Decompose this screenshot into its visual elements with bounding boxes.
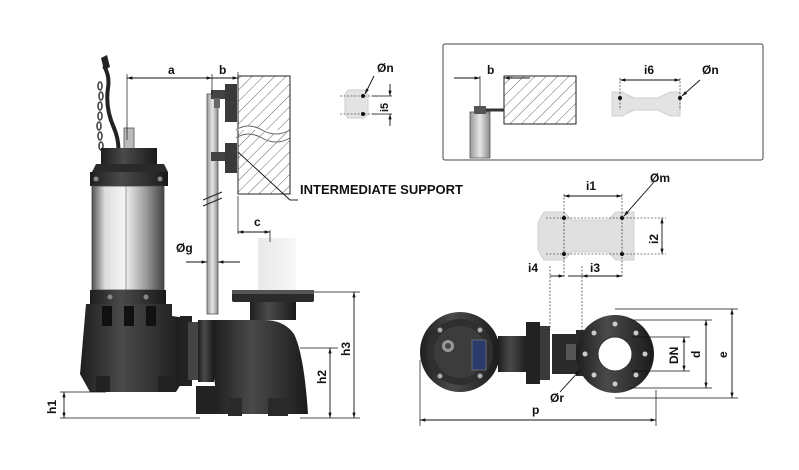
guide-rail — [202, 93, 223, 315]
base-elbow — [196, 290, 314, 416]
small-bracket-n-label: Øn — [377, 61, 394, 75]
dim-c: c — [237, 196, 271, 242]
pump-top-view — [420, 312, 654, 393]
dim-p-label: p — [532, 403, 539, 417]
dim-r-label: Ør — [550, 391, 564, 405]
dim-i5-label: i5 — [379, 103, 391, 112]
dim-b-label: b — [219, 63, 226, 77]
dim-g: Øg — [176, 241, 240, 264]
pump-side-view — [80, 55, 198, 392]
dim-i4-label: i4 — [528, 261, 538, 275]
dim-b: b — [212, 63, 239, 84]
dim-i2-label: i2 — [647, 234, 661, 244]
dim-h3-label: h3 — [339, 342, 353, 356]
dim-e: e — [615, 308, 738, 399]
dim-h2-label: h2 — [315, 370, 329, 384]
dim-i3-label: i3 — [590, 261, 600, 275]
dim-d: d — [630, 319, 712, 389]
dim-d-label: d — [689, 351, 703, 358]
wall-section — [235, 75, 291, 195]
inset-b-label: b — [487, 63, 494, 77]
dim-h1-label: h1 — [45, 400, 59, 414]
dim-i1-label: i1 — [586, 179, 596, 193]
discharge-pipe-ghost — [258, 238, 296, 298]
dim-h3: h3 — [300, 291, 360, 419]
intermediate-bracket — [211, 143, 237, 173]
dim-m-label: Øm — [650, 171, 670, 185]
upper-bracket — [211, 84, 237, 122]
intermediate-support-label: INTERMEDIATE SUPPORT — [300, 182, 463, 197]
inset-n-label: Øn — [702, 63, 719, 77]
dim-h2: h2 — [300, 347, 338, 418]
dim-dn-label: DN — [667, 347, 681, 364]
dim-g-label: Øg — [176, 241, 193, 255]
dim-c-label: c — [254, 215, 261, 229]
dim-p: p — [419, 360, 657, 426]
small-bracket-detail: Øn i5 — [340, 61, 394, 126]
base-plan-detail: i1 Øm i2 i4 i3 — [528, 171, 670, 330]
dim-a-label: a — [168, 63, 175, 77]
dim-dn: DN — [632, 336, 690, 372]
dim-h1: h1 — [45, 391, 200, 419]
inset-panel: b i6 Øn — [442, 43, 764, 161]
dim-e-label: e — [716, 351, 730, 358]
dim-i6-label: i6 — [644, 63, 654, 77]
dim-a: a — [126, 63, 213, 140]
